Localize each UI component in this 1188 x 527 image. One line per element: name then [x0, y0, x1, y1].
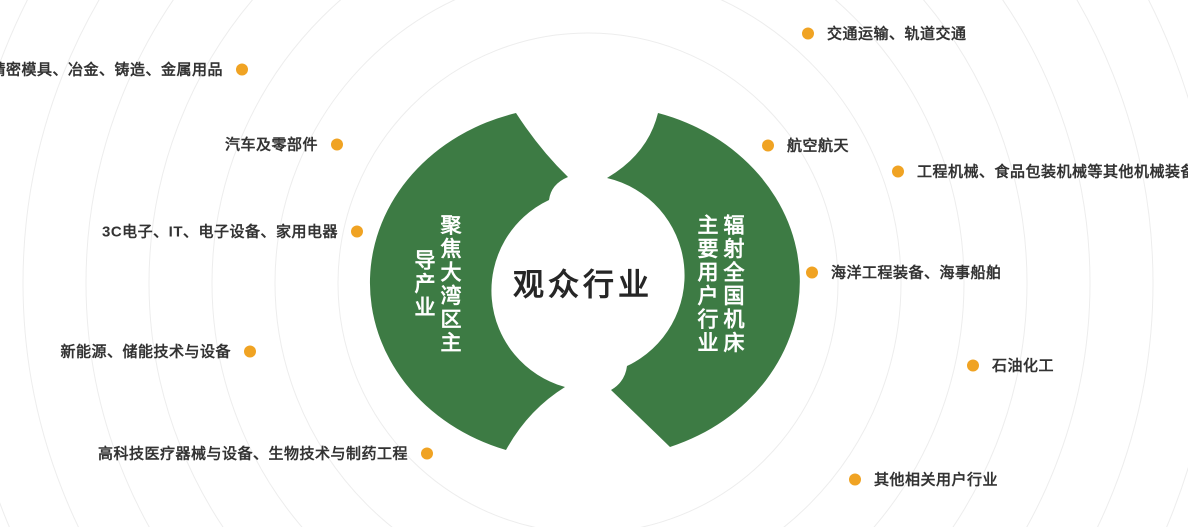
- industry-item: 其他相关用户行业: [849, 469, 998, 490]
- dot-icon: [351, 225, 363, 237]
- dot-icon: [331, 138, 343, 150]
- dot-icon: [762, 139, 774, 151]
- industry-item: 3C电子、IT、电子设备、家用电器: [102, 221, 363, 242]
- dot-icon: [421, 447, 433, 459]
- industry-item: 工程机械、食品包装机械等其他机械装备: [892, 161, 1188, 182]
- industry-label: 石油化工: [992, 357, 1055, 375]
- dot-icon: [849, 473, 861, 485]
- right-arc-label-line-1: 辐射全国机床: [721, 213, 744, 355]
- dot-icon: [967, 359, 979, 371]
- guide-circle: [148, 0, 1028, 527]
- dot-icon: [806, 266, 818, 278]
- industry-item: 高科技医疗器械与设备、生物技术与制药工程: [98, 443, 433, 464]
- industry-label: 交通运输、轨道交通: [827, 25, 967, 43]
- industry-item: 石油化工: [967, 355, 1054, 376]
- industry-label: 工程机械、食品包装机械等其他机械装备: [917, 163, 1188, 181]
- guide-circle: [211, 0, 965, 527]
- industry-label: 汽车及零部件: [224, 136, 318, 154]
- right-arc-label: 辐射全国机床 主要用户行业: [693, 209, 745, 359]
- industry-label: 新能源、储能技术与设备: [60, 343, 231, 361]
- industry-item: 航空航天: [762, 135, 849, 156]
- left-arc-label: 聚焦大湾区主 导产业: [410, 213, 462, 355]
- left-arc-label-line-1: 聚焦大湾区主: [438, 213, 461, 355]
- right-arc-shape: [607, 113, 800, 447]
- right-arc-label-line-2: 主要用户行业: [695, 213, 718, 355]
- industry-label: 其他相关用户行业: [874, 471, 999, 489]
- dot-icon: [236, 63, 248, 75]
- dot-icon: [802, 27, 814, 39]
- industry-label: 海洋工程装备、海事船舶: [831, 264, 1002, 282]
- center-label: 观众行业: [513, 267, 653, 303]
- industry-item: 新能源、储能技术与设备: [60, 341, 256, 362]
- dot-icon: [892, 165, 904, 177]
- guide-circle: [274, 0, 902, 527]
- industry-label: 高科技医疗器械与设备、生物技术与制药工程: [97, 445, 408, 463]
- guide-circle: [22, 0, 1154, 527]
- guide-circle: [337, 32, 839, 527]
- industry-item: 精密模具、冶金、铸造、金属用品: [0, 59, 248, 80]
- industry-item: 汽车及零部件: [225, 134, 343, 155]
- industry-item: 交通运输、轨道交通: [802, 23, 967, 44]
- dot-icon: [244, 345, 256, 357]
- left-arc-shape: [369, 113, 568, 450]
- industry-item: 海洋工程装备、海事船舶: [806, 262, 1002, 283]
- left-arc-label-line-2: 导产业: [412, 248, 435, 320]
- industry-label: 精密模具、冶金、铸造、金属用品: [0, 61, 223, 79]
- industry-label: 3C电子、IT、电子设备、家用电器: [101, 223, 338, 241]
- industry-label: 航空航天: [787, 137, 850, 155]
- guide-circle: [85, 0, 1091, 527]
